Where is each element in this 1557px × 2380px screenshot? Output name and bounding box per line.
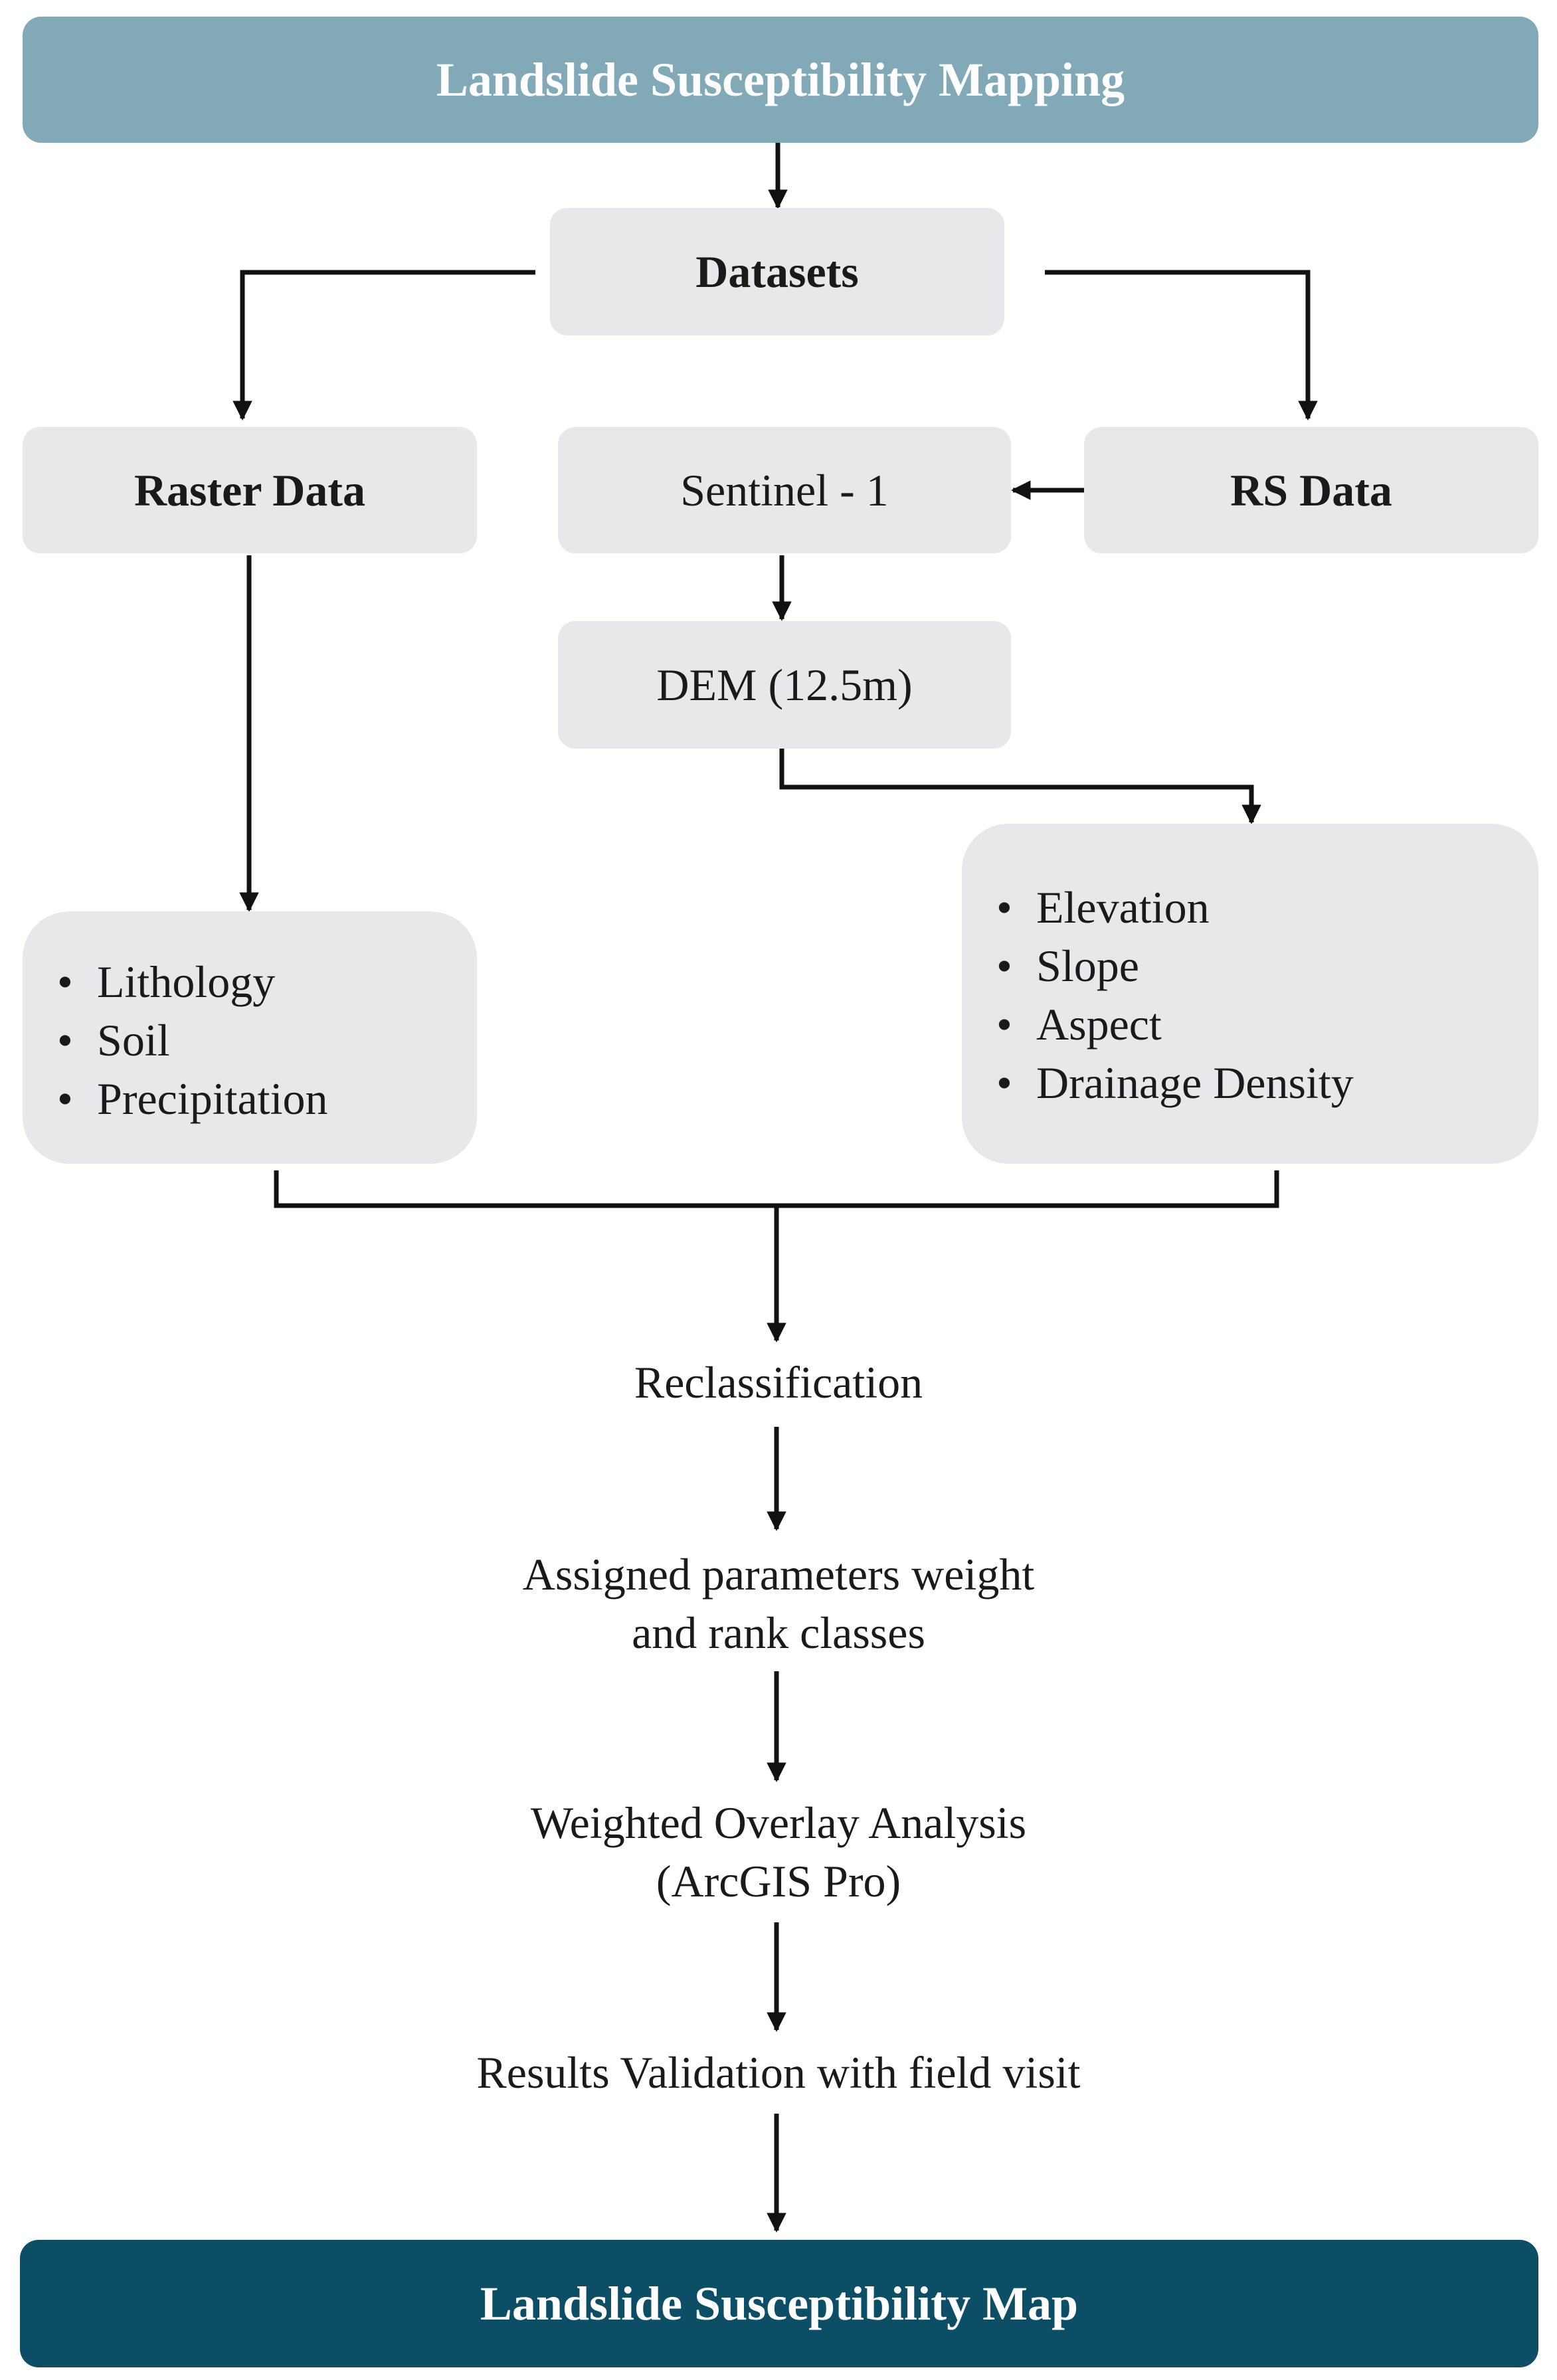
list-item-precipitation: Precipitation <box>57 1069 477 1128</box>
list-item-slope: Slope <box>996 937 1538 995</box>
raster-factors-box: Lithology Soil Precipitation <box>23 911 477 1164</box>
rs-data-label: RS Data <box>1230 464 1392 515</box>
step-validation: Results Validation with field visit <box>0 2043 1557 2102</box>
list-item-aspect: Aspect <box>996 995 1538 1053</box>
step-reclassification: Reclassification <box>0 1353 1557 1412</box>
dem-factors-box: Elevation Slope Aspect Drainage Density <box>962 824 1538 1164</box>
list-item-elevation: Elevation <box>996 878 1538 937</box>
arrow-dem-to-dem-factors <box>779 749 1261 824</box>
raster-data-label: Raster Data <box>134 464 366 515</box>
title-text: Landslide Susceptibility Mapping <box>436 52 1125 106</box>
result-banner: Landslide Susceptibility Map <box>20 2240 1538 2367</box>
raster-data-box: Raster Data <box>23 427 477 553</box>
arrow-datasets-to-raster <box>232 270 535 420</box>
result-text: Landslide Susceptibility Map <box>480 2276 1079 2330</box>
step-line: and rank classes <box>632 1607 925 1658</box>
list-item-lithology: Lithology <box>57 953 477 1011</box>
list-item-soil: Soil <box>57 1011 477 1069</box>
merge-bracket <box>274 1170 1279 1208</box>
step-line: (ArcGIS Pro) <box>656 1856 901 1906</box>
arrow-datasets-to-rsdata <box>1045 270 1318 420</box>
datasets-label: Datasets <box>695 246 859 297</box>
step-line: Reclassification <box>634 1357 923 1408</box>
step-line: Weighted Overlay Analysis <box>530 1797 1027 1848</box>
step-line: Assigned parameters weight <box>522 1549 1035 1600</box>
title-banner: Landslide Susceptibility Mapping <box>23 17 1538 143</box>
dem-box: DEM (12.5m) <box>558 621 1011 749</box>
step-line: Results Validation with field visit <box>476 2047 1081 2098</box>
list-item-drainage-density: Drainage Density <box>996 1053 1538 1112</box>
sentinel-label: Sentinel - 1 <box>680 464 889 515</box>
sentinel-box: Sentinel - 1 <box>558 427 1011 553</box>
raster-factors-list: Lithology Soil Precipitation <box>57 953 477 1128</box>
step-overlay: Weighted Overlay Analysis (ArcGIS Pro) <box>0 1793 1557 1910</box>
datasets-box: Datasets <box>550 208 1004 335</box>
dem-factors-list: Elevation Slope Aspect Drainage Density <box>996 878 1538 1112</box>
dem-label: DEM (12.5m) <box>656 659 913 710</box>
step-weights: Assigned parameters weight and rank clas… <box>0 1545 1557 1662</box>
rs-data-box: RS Data <box>1084 427 1538 553</box>
